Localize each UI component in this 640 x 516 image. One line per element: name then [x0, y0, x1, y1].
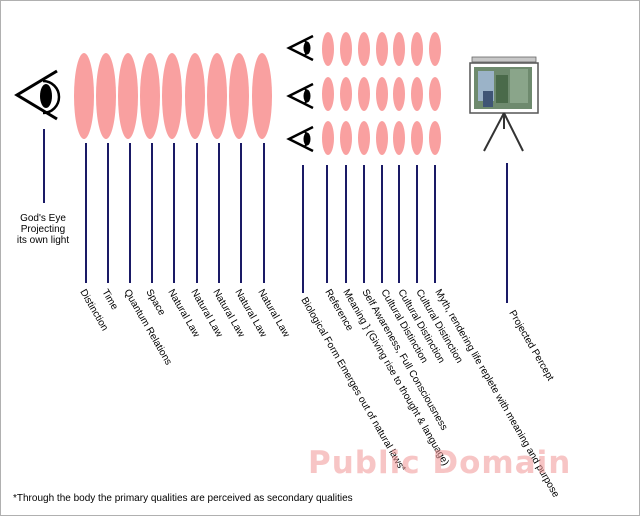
secondary-lens — [429, 121, 441, 155]
primary-lens — [74, 53, 94, 139]
secondary-lens-lines — [302, 165, 436, 293]
primary-lens — [185, 53, 205, 139]
footnote: *Through the body the primary qualities … — [13, 493, 353, 504]
primary-lens — [207, 53, 227, 139]
secondary-lens — [393, 77, 405, 111]
god-eye-label-line: God's Eye — [20, 213, 66, 224]
secondary-lens — [376, 121, 388, 155]
secondary-lens — [340, 32, 352, 66]
primary-lens — [118, 53, 138, 139]
secondary-lens — [358, 77, 370, 111]
secondary-lens — [393, 121, 405, 155]
secondary-lens — [411, 121, 423, 155]
eye-icon — [286, 34, 314, 62]
god-eye-label-line: Projecting — [20, 224, 66, 235]
god-eye-label-line: its own light — [16, 235, 70, 246]
secondary-lens — [411, 32, 423, 66]
eye-icon — [286, 82, 314, 110]
primary-lens — [96, 53, 116, 139]
secondary-lens — [358, 121, 370, 155]
god-eye-label: God's Eye Projecting its own light — [3, 213, 83, 246]
secondary-lens — [376, 32, 388, 66]
secondary-lens — [393, 32, 405, 66]
secondary-lens — [322, 77, 334, 111]
primary-lens — [162, 53, 182, 139]
secondary-lens — [429, 32, 441, 66]
secondary-lens — [340, 121, 352, 155]
primary-lens — [140, 53, 160, 139]
primary-lens-row — [74, 53, 272, 139]
secondary-lens-grid — [322, 32, 441, 155]
secondary-lens — [411, 77, 423, 111]
perceiving-eyes — [286, 34, 314, 153]
primary-lens-lines — [85, 143, 265, 283]
eye-icon — [286, 125, 314, 153]
secondary-lens — [322, 121, 334, 155]
primary-lens — [252, 53, 272, 139]
public-domain-watermark: Public Domain — [308, 445, 572, 481]
secondary-lens — [358, 32, 370, 66]
god-eye-icon — [14, 69, 61, 121]
secondary-lens — [340, 77, 352, 111]
secondary-lens — [322, 32, 334, 66]
secondary-lens — [429, 77, 441, 111]
secondary-lens — [376, 77, 388, 111]
primary-lens — [229, 53, 249, 139]
projector-screen-icon — [469, 56, 539, 152]
